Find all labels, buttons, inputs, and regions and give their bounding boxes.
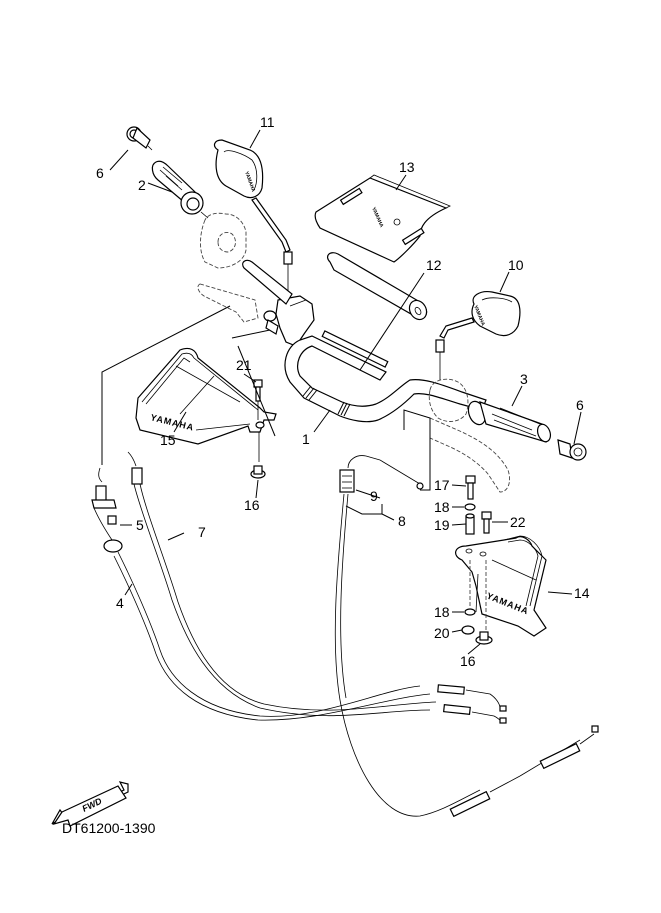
- callout-21: 21: [236, 357, 252, 373]
- callout-16-right: 16: [460, 653, 476, 669]
- forward-arrow-icon: FWD: [51, 781, 129, 827]
- assembly-leaders: [101, 305, 431, 491]
- nut-20[interactable]: [461, 625, 475, 635]
- callout-8: 8: [398, 513, 406, 529]
- left-switch-housing: [197, 212, 259, 323]
- left-grip[interactable]: [151, 160, 209, 219]
- callout-9: 9: [370, 488, 378, 504]
- cable-4[interactable]: [91, 467, 507, 721]
- callout-13: 13: [399, 159, 415, 175]
- bolt-17[interactable]: [465, 475, 476, 500]
- callout-22: 22: [510, 514, 526, 530]
- right-mirror[interactable]: YAMAHA: [435, 291, 521, 380]
- callout-12: 12: [426, 257, 442, 273]
- pad-cover[interactable]: YAMAHA: [314, 174, 451, 263]
- cable-7[interactable]: [127, 451, 507, 724]
- left-grip-end[interactable]: [126, 126, 153, 151]
- handlebar-left-tube: [242, 259, 293, 305]
- handlebar[interactable]: [284, 330, 487, 423]
- right-hand-guard[interactable]: YAMAHA: [455, 535, 547, 637]
- callout-7: 7: [198, 524, 206, 540]
- callout-18-upper: 18: [434, 499, 450, 515]
- callout-15: 15: [160, 432, 176, 448]
- callout-5: 5: [136, 517, 144, 533]
- callout-1: 1: [302, 431, 310, 447]
- throttle-grip[interactable]: [465, 399, 552, 444]
- callout-16-left: 16: [244, 497, 260, 513]
- handlebar-knurl-right: [337, 401, 351, 417]
- collar-16-right[interactable]: [475, 560, 493, 645]
- callout-18-lower: 18: [434, 604, 450, 620]
- callout-11: 11: [260, 114, 275, 130]
- handlebar-knurl-left: [302, 385, 318, 401]
- washer-18-upper[interactable]: [464, 503, 476, 511]
- callout-20: 20: [434, 625, 450, 641]
- handlebar-pad[interactable]: [326, 252, 430, 323]
- handlebar-clamp: [263, 295, 315, 347]
- right-grip-end[interactable]: [557, 439, 587, 461]
- washer-18-lower[interactable]: [464, 560, 476, 616]
- collar-16-left[interactable]: [250, 432, 266, 479]
- cable-8[interactable]: [334, 455, 599, 818]
- callout-leaders: [109, 129, 582, 655]
- left-hand-guard[interactable]: YAMAHA: [135, 347, 277, 445]
- bolt-22[interactable]: [481, 511, 492, 534]
- screw-5[interactable]: [107, 515, 117, 525]
- callout-3: 3: [520, 371, 528, 387]
- callout-2: 2: [138, 177, 146, 193]
- callout-19: 19: [434, 517, 450, 533]
- callout-6-left: 6: [96, 165, 104, 181]
- collar-19[interactable]: [465, 513, 475, 535]
- callout-4: 4: [116, 595, 124, 611]
- diagram-code: DT61200-1390: [62, 820, 156, 836]
- callout-6-right: 6: [576, 397, 584, 413]
- callout-17: 17: [434, 477, 450, 493]
- callout-10: 10: [508, 257, 524, 273]
- callout-14: 14: [574, 585, 590, 601]
- throttle-housing: [428, 378, 511, 493]
- left-mirror[interactable]: YAMAHA: [213, 139, 293, 296]
